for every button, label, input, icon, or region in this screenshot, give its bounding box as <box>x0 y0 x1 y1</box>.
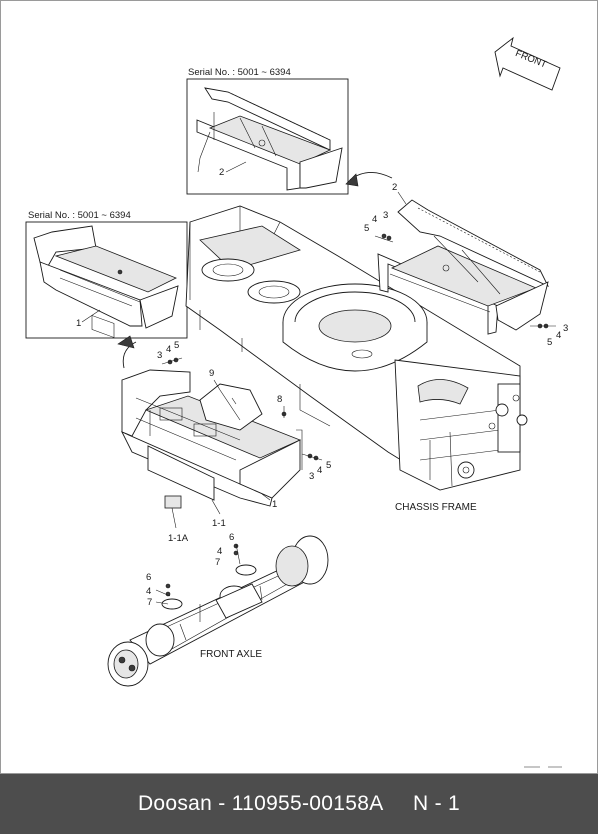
inset-left: Serial No. : 5001 ~ 6394 1 <box>25 210 188 369</box>
chassis-frame: CHASSIS FRAME <box>185 205 528 513</box>
left-upper-washer-label: 4 <box>166 344 171 355</box>
right-bracket-part-label: 2 <box>392 182 397 193</box>
right-lower-nut-label: 5 <box>547 337 552 348</box>
right-bolt-label: 3 <box>383 210 388 221</box>
footer-text: Doosan - 110955-00158A N - 1 <box>137 792 461 815</box>
chassis-caption: CHASSIS FRAME <box>395 502 477 513</box>
front-direction-arrow: FRONT <box>494 36 561 91</box>
left-lower-washer-label: 4 <box>317 465 322 476</box>
right-bracket: 2 3 4 5 <box>364 182 549 335</box>
right-lower-fasteners: 3 4 5 <box>530 323 568 348</box>
left-upper-bolt-label: 3 <box>157 350 162 361</box>
inset-top-serial: Serial No. : 5001 ~ 6394 <box>188 67 291 78</box>
inset-left-part-label: 1 <box>76 318 81 329</box>
axle-caption: FRONT AXLE <box>200 649 262 660</box>
clip-label: 1-1A <box>168 533 189 544</box>
parts-diagram: FRONT Serial No. : 5001 ~ 6394 2 Serial … <box>25 36 568 768</box>
right-nut-label: 5 <box>364 223 369 234</box>
left-lower-bolt-label: 3 <box>309 471 314 482</box>
axle-lower-c-label: 7 <box>147 597 152 608</box>
right-lower-bolt-label: 3 <box>563 323 568 334</box>
left-upper-fasteners: 4 5 3 <box>157 340 183 365</box>
inset-left-serial: Serial No. : 5001 ~ 6394 <box>28 210 131 221</box>
left-bracket-part-label: 1 <box>272 499 277 510</box>
left-lower-nut-label: 5 <box>326 460 331 471</box>
axle-upper-a-label: 6 <box>229 532 234 543</box>
axle-upper-b-label: 4 <box>217 546 222 557</box>
axle-lower-a-label: 6 <box>146 572 151 583</box>
left-bracket: 9 8 1 1-1 1-1A <box>121 368 303 544</box>
axle-lower-b-label: 4 <box>146 586 151 597</box>
front-axle: 6 4 7 6 4 7 FRONT AXLE <box>107 532 329 687</box>
right-lower-washer-label: 4 <box>556 330 561 341</box>
axle-upper-c-label: 7 <box>215 557 220 568</box>
plate-label: 9 <box>209 368 214 379</box>
guard-label: 1-1 <box>212 518 226 529</box>
inset-top: Serial No. : 5001 ~ 6394 2 <box>186 67 393 195</box>
right-washer-label: 4 <box>372 214 377 225</box>
screw-label: 8 <box>277 394 282 405</box>
inset-top-part-label: 2 <box>219 167 224 178</box>
left-upper-nut-label: 5 <box>174 340 179 351</box>
footer-bar: Doosan - 110955-00158A N - 1 <box>0 774 598 834</box>
left-lower-fasteners: 3 4 5 <box>301 453 331 482</box>
